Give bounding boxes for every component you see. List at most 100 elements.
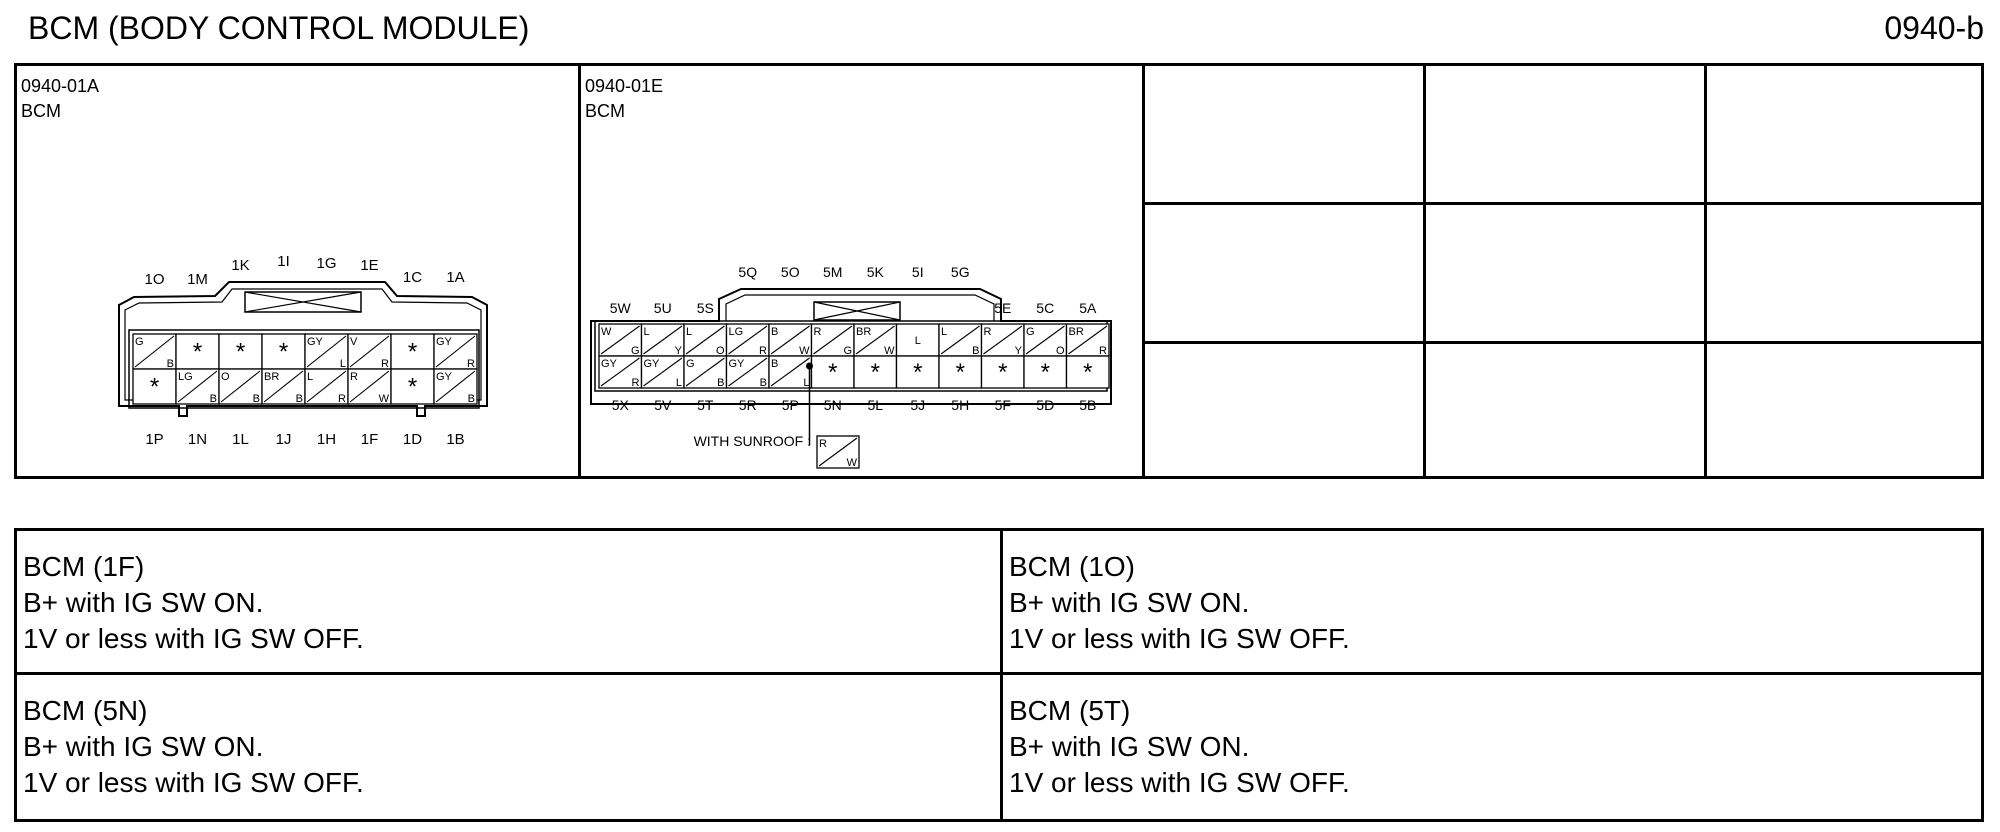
pin-number-label: 5T <box>697 397 714 413</box>
cavity-divider <box>685 325 725 355</box>
pin-cavity: LGB <box>175 368 220 405</box>
pin-cavity: VR <box>347 333 392 370</box>
blank-slot <box>1707 66 1981 205</box>
pin-number-label: 1I <box>277 253 290 270</box>
spec-cell: BCM (5N) B+ with IG SW ON. 1V or less wi… <box>17 675 1003 819</box>
wire-color-stripe: B <box>167 358 174 370</box>
pin-number-label: 5V <box>654 397 672 413</box>
cavity-divider <box>435 335 476 368</box>
pin-number-label: 5P <box>782 397 799 413</box>
connector-id: 0940-01E BCM <box>585 74 663 124</box>
wire-color-primary: BR <box>856 326 871 338</box>
pin-number-label: 1P <box>145 431 163 448</box>
wire-color-stripe: R <box>338 393 346 405</box>
wire-color-primary: G <box>135 336 144 348</box>
connector-housing-inner <box>725 294 995 321</box>
wire-color-stripe: R <box>759 345 767 357</box>
wire-color-stripe: B <box>468 393 475 405</box>
spec-line: 1V or less with IG SW OFF. <box>23 623 364 654</box>
pin-cavity: GYB <box>725 355 770 389</box>
blank-slot <box>1145 66 1426 205</box>
pin-cavity: * <box>980 355 1025 389</box>
wire-color-stripe: W <box>799 345 810 357</box>
unused-cavity-mark: * <box>913 359 922 386</box>
pin-cavity: LO <box>683 323 728 357</box>
cavity-divider <box>1068 325 1108 355</box>
wire-color-primary: L <box>307 371 313 383</box>
wire-color-stripe: L <box>676 377 682 389</box>
pin-cavity: OB <box>218 368 263 405</box>
wire-color-primary: R <box>350 371 358 383</box>
spec-line: 1V or less with IG SW OFF. <box>23 767 364 798</box>
wire-color-primary: GY <box>729 358 746 370</box>
wire-color-stripe: W <box>847 457 858 469</box>
pin-cavity: GYR <box>598 355 643 389</box>
unused-cavity-mark: * <box>1041 359 1050 386</box>
pin-cavity: * <box>390 368 435 405</box>
blank-slot <box>1145 205 1426 344</box>
pin-cavity: RY <box>980 323 1025 357</box>
pin-number-label: 5L <box>867 397 883 413</box>
wire-color-stripe: R <box>1099 345 1107 357</box>
wire-color-stripe: L <box>803 377 809 389</box>
pin-number-label: 1A <box>446 269 464 286</box>
pin-number-label: 1N <box>188 431 207 448</box>
cavity-divider <box>855 325 895 355</box>
unused-cavity-mark: * <box>956 359 965 386</box>
pin-cavity: * <box>132 368 177 405</box>
cavity-divider <box>770 357 810 387</box>
wire-color-primary: R <box>984 326 992 338</box>
pin-number-label: 5Q <box>738 264 757 280</box>
wire-color-stripe: O <box>1056 345 1065 357</box>
wire-color-primary: B <box>771 326 778 338</box>
pin-number-label: 5F <box>995 397 1011 413</box>
wire-color-stripe: L <box>340 358 346 370</box>
lock-tab-cross <box>244 291 362 313</box>
pin-cavity: BRB <box>261 368 306 405</box>
pin-cavity: * <box>938 355 983 389</box>
pin-number-label: 1G <box>316 255 336 272</box>
pin-cavity: LB <box>938 323 983 357</box>
pin-number-label: 5U <box>654 300 672 316</box>
pin-number-label: 5D <box>1036 397 1054 413</box>
cavity-box <box>175 333 220 370</box>
connector-id: 0940-01A BCM <box>21 74 99 124</box>
pin-cavity: LR <box>304 368 349 405</box>
pin-number-label: 1H <box>317 431 336 448</box>
pin-cavity: LGR <box>725 323 770 357</box>
pin-cavity: * <box>895 355 940 389</box>
page-code: 0940-b <box>1884 10 1984 46</box>
cavity-box <box>261 333 306 370</box>
wire-color-primary: B <box>771 358 778 370</box>
blank-connector-slots <box>1145 66 1981 476</box>
wire-color-stripe: G <box>843 345 852 357</box>
page-title: BCM (BODY CONTROL MODULE) <box>28 10 530 46</box>
pin-cavity: LY <box>640 323 685 357</box>
wire-color-primary: L <box>686 326 692 338</box>
unused-cavity-mark: * <box>279 339 288 366</box>
spec-pin: BCM (1F) <box>23 551 145 582</box>
connector-code: 0940-01E <box>585 76 664 96</box>
wire-color-primary: GY <box>307 336 324 348</box>
cavity-divider <box>306 370 347 403</box>
cavity-box <box>390 368 435 405</box>
pin-cavity: RG <box>810 323 855 357</box>
wire-color-primary: R <box>814 326 822 338</box>
cavity-box <box>980 355 1025 389</box>
pin-number-label: 1M <box>187 271 208 288</box>
connector-name: BCM <box>585 101 625 121</box>
unused-cavity-mark: * <box>150 374 159 401</box>
wire-color-stripe: B <box>972 345 979 357</box>
pin-number-label: 5X <box>612 397 630 413</box>
cavity-divider <box>263 370 304 403</box>
cavity-divider <box>600 357 640 387</box>
cavity-divider <box>220 370 261 403</box>
pin-cavity: GO <box>1023 323 1068 357</box>
pin-cavity: BRW <box>853 323 898 357</box>
pin-cavity: BL <box>768 355 813 389</box>
pin-number-label: 5A <box>1079 300 1097 316</box>
cavity-box <box>895 355 940 389</box>
pin-number-label: 5W <box>610 300 632 316</box>
pin-number-label: 5R <box>739 397 757 413</box>
